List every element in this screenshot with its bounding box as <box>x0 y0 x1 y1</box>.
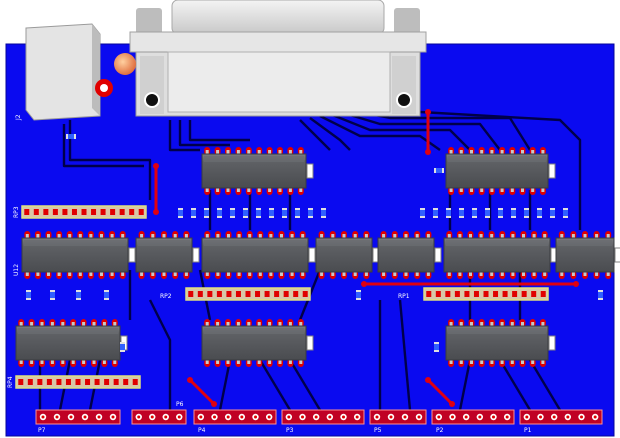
chip-u-mid-2[interactable] <box>135 231 200 279</box>
connector-p6[interactable] <box>131 409 187 425</box>
chip-u-mid-4[interactable] <box>315 231 380 279</box>
jumper-ends <box>153 109 579 407</box>
chip-u-top-right[interactable] <box>445 147 556 195</box>
label-rp3: RP3 <box>13 206 20 218</box>
connector-p3[interactable] <box>281 409 365 425</box>
jumper-wires <box>154 110 578 406</box>
copper-traces <box>38 108 582 411</box>
indicator-led <box>114 53 136 75</box>
connector-p1[interactable] <box>519 409 603 425</box>
chip-u-mid-7[interactable] <box>555 231 620 279</box>
chip-u-mid-5[interactable] <box>377 231 442 279</box>
connector-p2[interactable] <box>431 409 515 425</box>
chip-u12[interactable] <box>21 231 136 279</box>
chip-u-mid-6[interactable] <box>443 231 558 279</box>
connector-p5[interactable] <box>369 409 427 425</box>
rp1-header[interactable] <box>423 287 549 301</box>
smd-resistors <box>26 134 603 352</box>
label-j2: J2 <box>15 114 22 121</box>
chip-u-bot-left[interactable] <box>15 319 128 367</box>
chip-u-bot-right[interactable] <box>445 319 556 367</box>
rp4-header[interactable] <box>15 375 141 389</box>
label-p7: P7 <box>38 427 46 434</box>
chip-u-top-left[interactable] <box>201 147 314 195</box>
dsub-connector[interactable] <box>129 0 427 117</box>
j2-enclosure[interactable] <box>25 23 113 121</box>
label-p4: P4 <box>198 427 206 434</box>
label-p5: P5 <box>374 427 382 434</box>
label-rp2: RP2 <box>160 293 172 300</box>
rp3-header[interactable] <box>21 205 147 219</box>
connector-p7[interactable] <box>35 409 121 425</box>
label-p2: P2 <box>436 427 444 434</box>
label-u12: U12 <box>13 264 20 276</box>
connector-p4[interactable] <box>193 409 277 425</box>
label-rp1: RP1 <box>398 293 410 300</box>
label-p6: P6 <box>176 401 184 408</box>
chip-u-mid-3[interactable] <box>201 231 316 279</box>
label-p3: P3 <box>286 427 294 434</box>
label-p1: P1 <box>524 427 532 434</box>
rp2-header[interactable] <box>185 287 311 301</box>
chip-u-bot-mid[interactable] <box>201 319 314 367</box>
label-rp4: RP4 <box>7 376 14 388</box>
